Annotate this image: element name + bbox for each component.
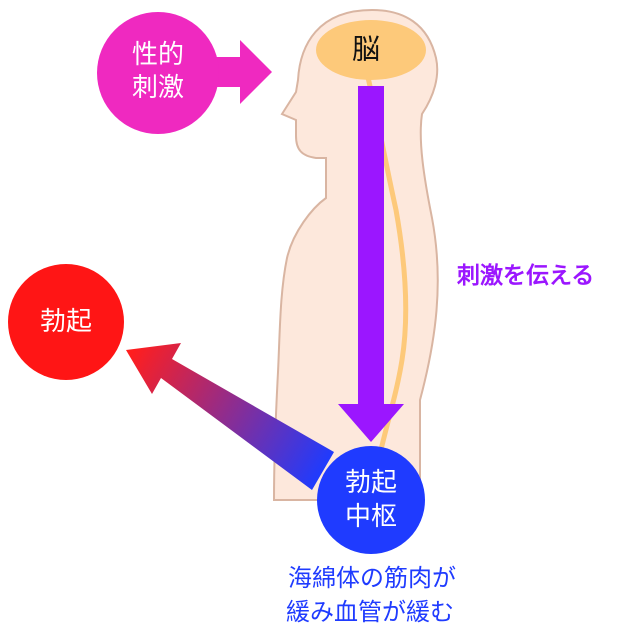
erection-circle [8, 264, 124, 380]
erection-label: 勃起 [40, 307, 92, 337]
brain-label: 脳 [352, 33, 380, 66]
sexual-stimulus-circle [97, 12, 219, 134]
erection-center-circle [317, 446, 425, 554]
transmit-stimulus-label: 刺激を伝える [457, 262, 594, 289]
erection-center-label-line2: 中枢 [345, 502, 397, 532]
gradient-arrow-to-erection [126, 343, 334, 490]
sexual-stimulus-label-line2: 刺激 [132, 73, 184, 103]
human-body-silhouette [272, 8, 439, 501]
caption-line1: 海綿体の筋肉が [288, 564, 456, 592]
brain-shape [316, 20, 426, 80]
purple-down-arrow [338, 86, 404, 442]
caption-line2: 緩み血管が緩む [286, 598, 454, 626]
erection-center-label-line1: 勃起 [345, 468, 397, 498]
stimulus-arrow [210, 40, 272, 104]
sexual-stimulus-label-line1: 性的 [132, 40, 184, 70]
